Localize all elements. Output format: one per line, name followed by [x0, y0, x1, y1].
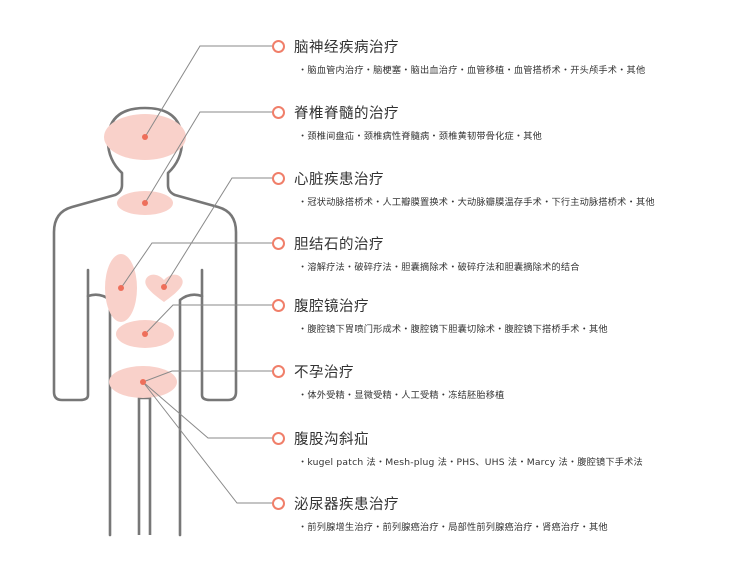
treatment-title: 泌尿器疾患治疗	[294, 496, 399, 513]
leader-line-heart	[163, 177, 274, 288]
leader-line-fertility	[142, 370, 274, 383]
treatment-fertility: 不孕治疗 ・体外受精・显微受精・人工受精・冻结胚胎移植	[272, 359, 742, 401]
treatment-title: 腹股沟斜疝	[294, 431, 369, 448]
treatment-spine: 脊椎脊髓的治疗 ・颈椎间盘疝・颈椎病性脊髓病・颈椎黄韧带骨化症・其他	[272, 100, 742, 142]
circle-marker-icon	[272, 364, 285, 378]
circle-marker-icon	[272, 496, 285, 510]
treatment-title: 胆结石的治疗	[294, 236, 384, 253]
circle-marker-icon	[272, 105, 285, 119]
marker-dot-gallstone	[118, 285, 124, 291]
treatment-items: ・颈椎间盘疝・颈椎病性脊髓病・颈椎黄韧带骨化症・其他	[298, 131, 543, 142]
treatment-heart: 心脏疾患治疗 ・冠状动脉搭桥术・人工瓣膜置换术・大动脉瓣膜温存手术・下行主动脉搭…	[272, 166, 742, 208]
treatment-items: ・体外受精・显微受精・人工受精・冻结胚胎移植	[298, 390, 505, 401]
treatment-items: ・腹腔镜下胃喷门形成术・腹腔镜下胆囊切除术・腹腔镜下搭桥手术・其他	[298, 324, 608, 335]
treatment-items: ・溶解疗法・破碎疗法・胆囊摘除术・破碎疗法和胆囊摘除术的结合	[298, 262, 580, 273]
leader-line-gallstone	[120, 242, 274, 289]
treatment-title: 脑神经疾病治疗	[294, 39, 399, 56]
leader-line-brain	[144, 45, 274, 138]
treatment-title: 脊椎脊髓的治疗	[294, 105, 399, 122]
treatment-items: ・脑血管内治疗・脑梗塞・脑出血治疗・血管移植・血管搭桥术・开头颅手术・其他	[298, 65, 646, 76]
leader-line-urology	[142, 381, 274, 504]
marker-dot-pelvis	[140, 379, 146, 385]
treatment-brain: 脑神经疾病治疗 ・脑血管内治疗・脑梗塞・脑出血治疗・血管移植・血管搭桥术・开头颅…	[272, 34, 742, 76]
circle-marker-icon	[272, 431, 285, 445]
marker-dot-spine	[142, 200, 148, 206]
treatment-items: ・kugel patch 法・Mesh-plug 法・PHS、UHS 法・Mar…	[298, 457, 643, 468]
treatment-laparoscopy: 腹腔镜治疗 ・腹腔镜下胃喷门形成术・腹腔镜下胆囊切除术・腹腔镜下搭桥手术・其他	[272, 293, 742, 335]
leader-line-spine	[144, 111, 274, 204]
circle-marker-icon	[272, 298, 285, 312]
circle-marker-icon	[272, 236, 285, 250]
treatment-urology: 泌尿器疾患治疗 ・前列腺增生治疗・前列腺癌治疗・局部性前列腺癌治疗・肾癌治疗・其…	[272, 491, 742, 533]
circle-marker-icon	[272, 39, 285, 53]
treatment-title: 不孕治疗	[294, 364, 354, 381]
marker-dot-brain	[142, 134, 148, 140]
marker-dot-heart	[161, 284, 167, 290]
body-outline	[52, 106, 238, 537]
treatment-title: 腹腔镜治疗	[294, 298, 369, 315]
marker-dot-laparoscopy	[142, 331, 148, 337]
leader-line-laparoscopy	[144, 304, 274, 335]
leader-line-hernia	[142, 381, 274, 439]
left-leg-line	[137, 396, 152, 535]
treatment-hernia: 腹股沟斜疝 ・kugel patch 法・Mesh-plug 法・PHS、UHS…	[272, 426, 742, 468]
circle-marker-icon	[272, 171, 285, 185]
treatment-items: ・冠状动脉搭桥术・人工瓣膜置换术・大动脉瓣膜温存手术・下行主动脉搭桥术・其他	[298, 197, 655, 208]
treatment-gallstone: 胆结石的治疗 ・溶解疗法・破碎疗法・胆囊摘除术・破碎疗法和胆囊摘除术的结合	[272, 231, 742, 273]
treatment-items: ・前列腺增生治疗・前列腺癌治疗・局部性前列腺癌治疗・肾癌治疗・其他	[298, 522, 608, 533]
treatment-title: 心脏疾患治疗	[294, 171, 384, 188]
